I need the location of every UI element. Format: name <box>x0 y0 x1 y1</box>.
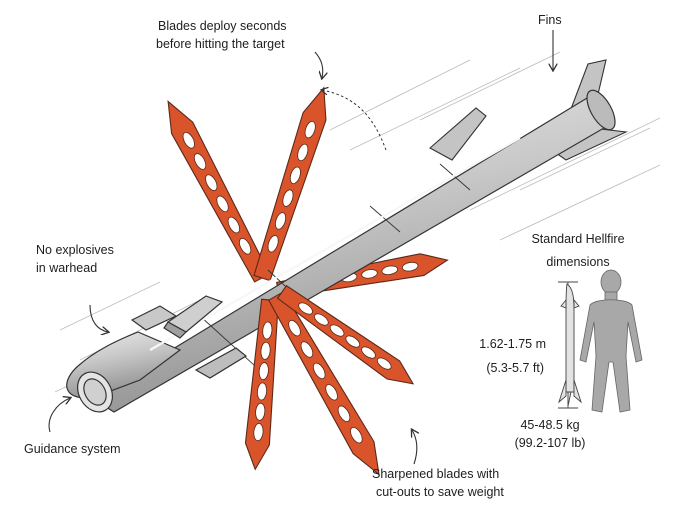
dimension-length-m: 1.62-1.75 m <box>479 337 546 351</box>
blades-sharp-arrow <box>412 430 417 465</box>
missile-body <box>66 89 616 413</box>
deploy-motion-arc <box>322 90 387 151</box>
dimensions-title-line1: Standard Hellfire <box>531 232 625 246</box>
blades-back <box>167 86 449 299</box>
blade-lower-mid <box>267 291 380 476</box>
sharpened-blades-label-line2: cut-outs to save weight <box>376 485 504 499</box>
human-scale-silhouette <box>579 269 643 413</box>
dimensions-title-line2: dimensions <box>546 255 610 269</box>
dimension-weight-lb: (99.2-107 lb) <box>514 436 586 450</box>
blade-lower-right <box>276 284 415 385</box>
sharpened-blades-label-line1: Sharpened blades with <box>372 467 500 481</box>
no-explosives-label-line2: in warhead <box>36 261 98 275</box>
blade-lower-left <box>244 298 279 471</box>
no-explosives-label-line1: No explosives <box>36 243 114 257</box>
dimension-length-ft: (5.3-5.7 ft) <box>486 361 544 375</box>
guidance-arrow <box>48 398 70 433</box>
blades-deploy-label-line2: before hitting the target <box>156 37 285 51</box>
blade-upper-left <box>167 100 271 283</box>
blade-upper-right <box>253 86 327 282</box>
dimension-weight-kg: 45-48.5 kg <box>520 418 580 432</box>
blades-deploy-arrow <box>314 51 323 78</box>
blades-deploy-label-line1: Blades deploy seconds <box>158 19 287 33</box>
dimension-missile-icon <box>558 281 582 409</box>
callout-arrows <box>48 30 553 465</box>
fins-label: Fins <box>538 13 562 27</box>
warhead-arrow <box>89 304 108 332</box>
guidance-system-label: Guidance system <box>24 442 121 456</box>
blades-front <box>244 284 415 476</box>
